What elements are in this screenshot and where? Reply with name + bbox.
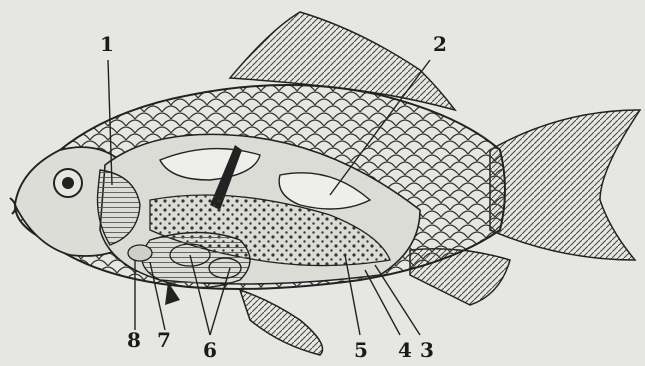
- label-2: 2: [433, 34, 447, 54]
- tail-fin: [490, 110, 640, 260]
- label-1: 1: [100, 34, 114, 54]
- label-8: 8: [127, 330, 141, 350]
- label-6: 6: [203, 340, 217, 360]
- label-4: 4: [398, 340, 412, 360]
- heart: [128, 245, 152, 261]
- label-5: 5: [354, 340, 368, 360]
- pelvic-fin: [240, 290, 323, 355]
- label-3: 3: [420, 340, 434, 360]
- label-7: 7: [157, 330, 171, 350]
